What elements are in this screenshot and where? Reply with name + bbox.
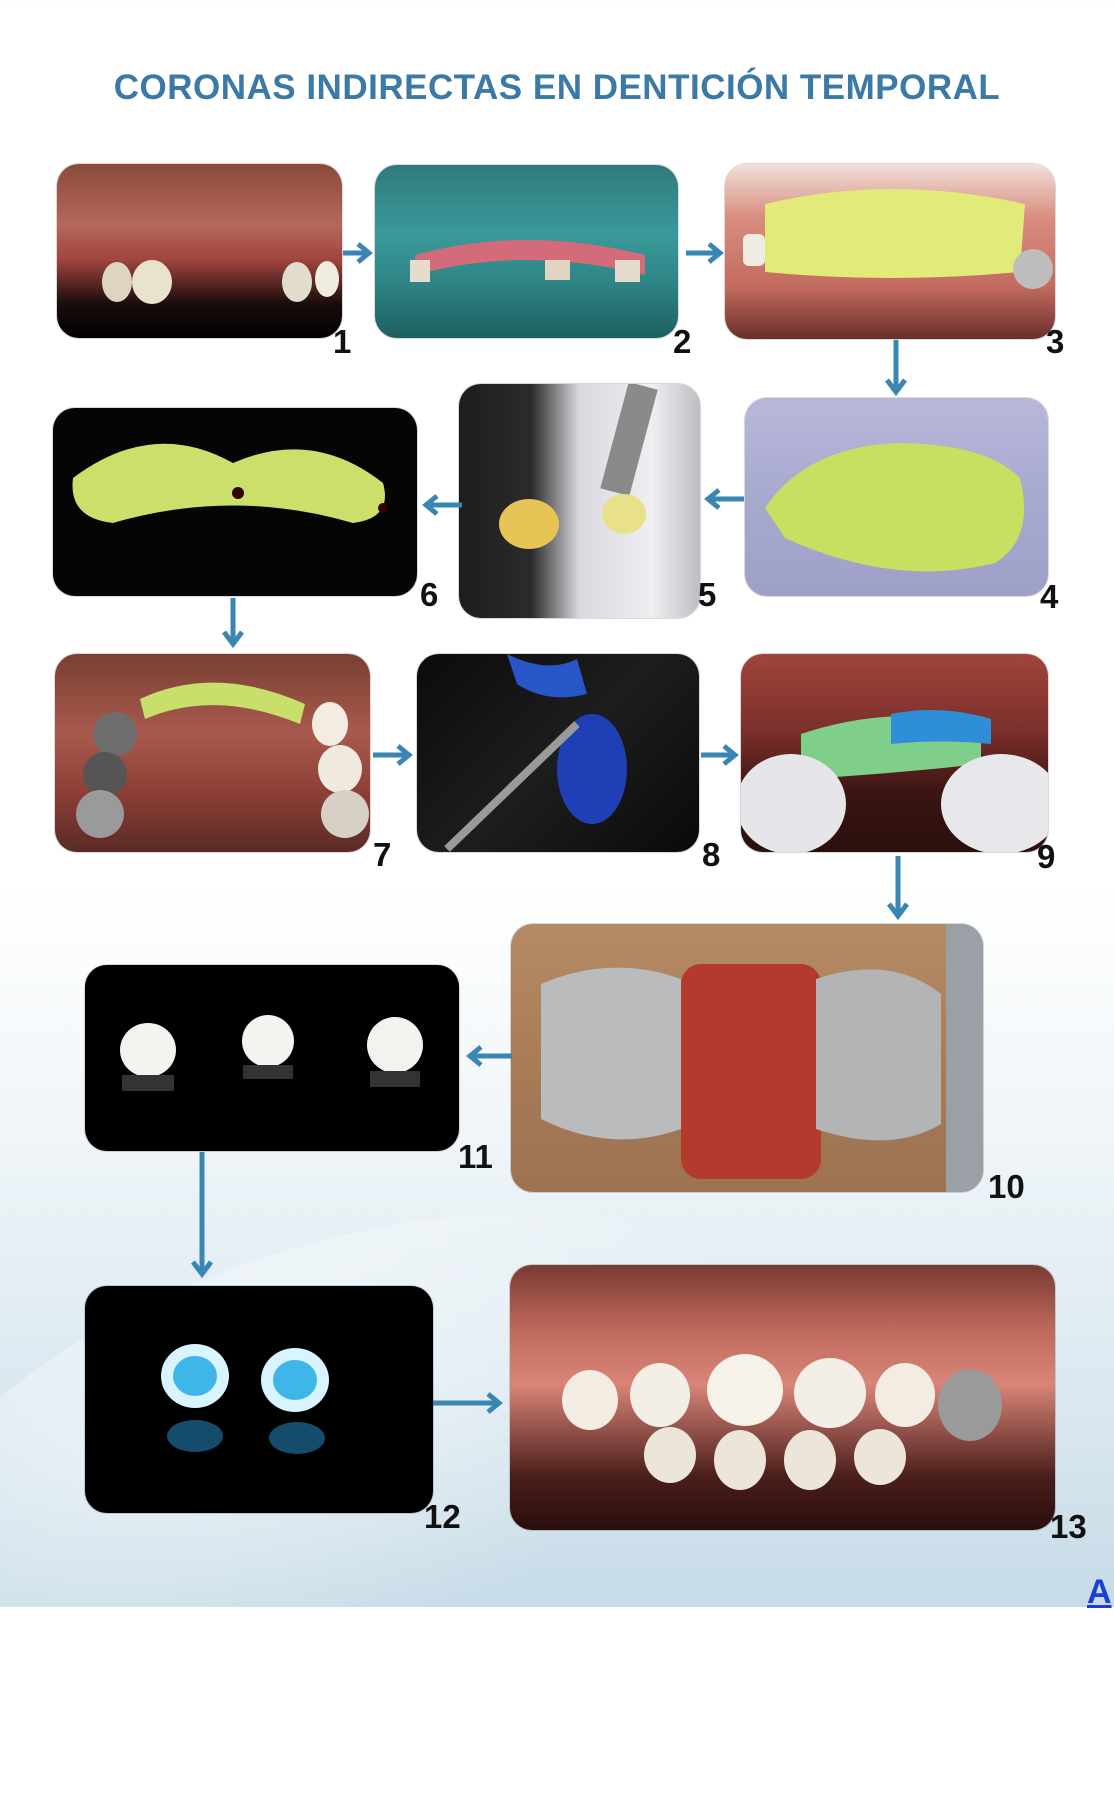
arrow-right-icon (373, 742, 417, 768)
arrow-right-icon (433, 1390, 509, 1416)
step-3-photo (725, 164, 1055, 339)
arrow-down-icon (882, 340, 910, 400)
step-1-photo (57, 164, 342, 338)
step-13-photo (510, 1265, 1055, 1530)
step-number-8: 8 (702, 838, 720, 871)
step-11-photo (85, 965, 459, 1151)
arrow-right-icon (701, 742, 743, 768)
teeth-photo-icon (57, 164, 342, 338)
step-number-6: 6 (420, 578, 438, 611)
step-number-5: 5 (698, 578, 716, 611)
step-number-3: 3 (1046, 325, 1064, 358)
step-number-9: 9 (1037, 840, 1055, 873)
arrow-down-icon (219, 598, 247, 650)
corner-link[interactable]: A (1087, 1575, 1112, 1609)
arrow-right-icon (343, 240, 375, 266)
step-number-12: 12 (424, 1500, 461, 1533)
step-number-11: 11 (458, 1140, 493, 1173)
step-2-photo (375, 165, 678, 338)
arrow-left-icon (462, 1043, 512, 1069)
step-9-photo (741, 654, 1048, 852)
step-number-2: 2 (673, 325, 691, 358)
arrow-down-icon (188, 1152, 216, 1282)
arrow-right-icon (686, 240, 726, 266)
step-6-photo (53, 408, 417, 596)
step-8-photo (417, 654, 699, 852)
step-5-photo (459, 384, 700, 618)
step-number-1: 1 (333, 325, 351, 358)
step-12-photo (85, 1286, 433, 1513)
arrow-down-icon (884, 856, 912, 924)
step-4-photo (745, 398, 1048, 596)
arrow-left-icon (418, 492, 462, 518)
step-number-7: 7 (373, 838, 391, 871)
page-title: CORONAS INDIRECTAS EN DENTICIÓN TEMPORAL (0, 68, 1114, 108)
step-number-10: 10 (988, 1170, 1025, 1203)
step-number-13: 13 (1050, 1510, 1087, 1543)
arrow-left-icon (700, 486, 744, 512)
step-10-photo (511, 924, 983, 1192)
step-7-photo (55, 654, 370, 852)
step-number-4: 4 (1040, 580, 1058, 613)
